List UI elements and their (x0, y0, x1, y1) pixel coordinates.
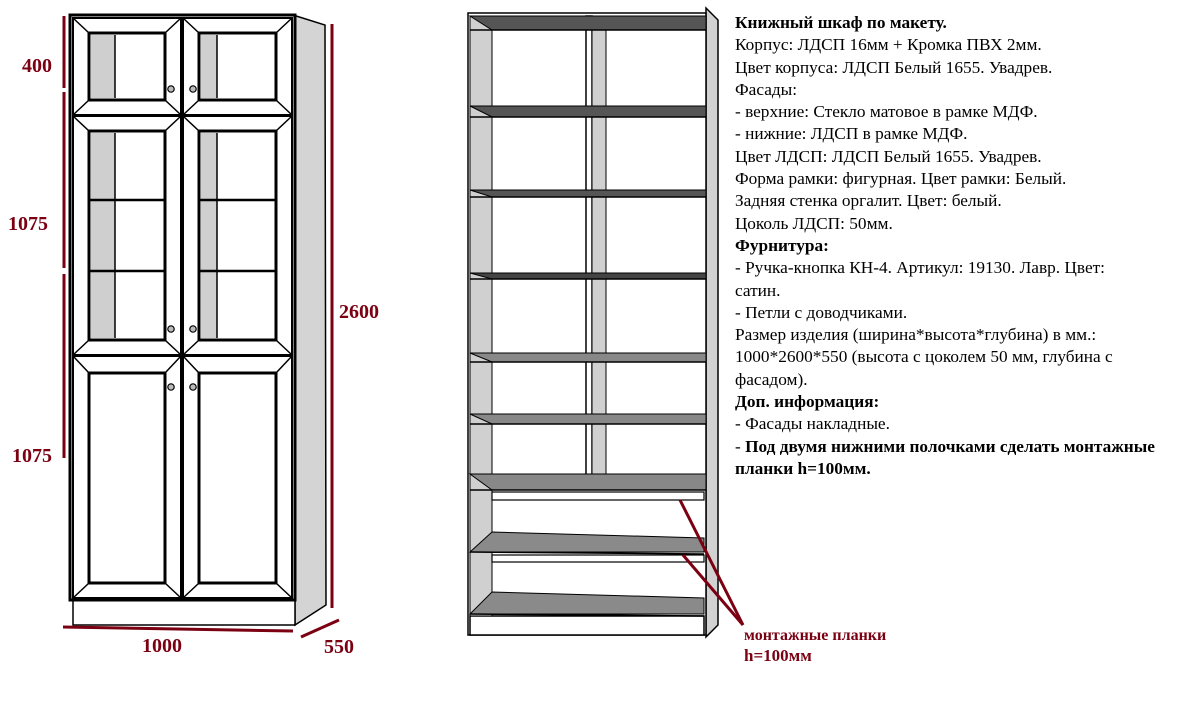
frame-bevel (72, 17, 90, 34)
mounting-strip-callout: монтажные планки h=100мм (744, 626, 886, 666)
spec-line: - нижние: ЛДСП в рамке МДФ. (735, 124, 968, 144)
shelf (469, 189, 707, 198)
spec-title: Книжный шкаф по макету. (735, 13, 947, 32)
spec-line: Фасады: (735, 79, 798, 99)
frame-bevel (182, 339, 200, 356)
knob-icon (189, 85, 197, 93)
spec-line: Форма рамки: фигурная. Цвет рамки: Белый… (735, 169, 1067, 189)
shelf (468, 15, 707, 31)
lower-shelf (468, 591, 705, 615)
callout-line-2: h=100мм (744, 646, 812, 665)
frame-bevel (72, 115, 90, 132)
mounting-strip (491, 554, 705, 563)
shelf (469, 352, 707, 363)
specification-text: Книжный шкаф по макету. Корпус: ЛДСП 16м… (735, 12, 1195, 480)
frame-bevel (164, 339, 182, 356)
frame-bevel (182, 99, 200, 116)
frame-bevel (182, 355, 200, 374)
glass-shadow (201, 133, 217, 338)
glass-shadow (91, 35, 115, 98)
spec-line: Цвет корпуса: ЛДСП Белый 1655. Увадрев. (735, 57, 1053, 77)
frame-bevel (164, 582, 182, 599)
cabinet-side-panel (292, 13, 327, 627)
door (72, 355, 182, 599)
door (72, 115, 182, 356)
door-panel (197, 371, 278, 585)
glass-shadow (201, 35, 217, 98)
shelf (468, 473, 707, 491)
spec-line: Цоколь ЛДСП: 50мм. (735, 213, 893, 233)
door (182, 355, 293, 599)
frame-bevel (275, 582, 293, 599)
frame-bevel (72, 339, 90, 356)
dimension-total-height: 2600 (339, 301, 379, 323)
extra-bold-text: Под двумя нижними полочками сделать монт… (735, 436, 1155, 478)
center-divider (585, 15, 593, 477)
frame-bevel (182, 17, 200, 34)
bookcase-plinth (469, 615, 705, 636)
knob-icon (167, 325, 175, 333)
frame-bevel (275, 339, 293, 356)
door (72, 17, 182, 116)
frame-bevel (164, 115, 182, 132)
door (182, 115, 293, 356)
frame-bevel (275, 99, 293, 116)
extra-heading: Доп. информация: (735, 392, 880, 412)
shelf (469, 105, 707, 118)
callout-line-1: монтажные планки (744, 627, 887, 644)
frame-bevel (164, 355, 182, 374)
lower-shelf (468, 531, 705, 553)
frame-bevel (72, 355, 90, 374)
frame-bevel (72, 582, 90, 599)
spec-line: - верхние: Стекло матовое в рамке МДФ. (735, 102, 1038, 122)
extra-item: - Фасады накладные. (735, 414, 890, 434)
frame-bevel (72, 99, 90, 116)
hardware-item: - Ручка-кнопка КН-4. Артикул: 19130. Лав… (735, 258, 1105, 300)
divider-shadow (591, 27, 607, 477)
dimension-top-section: 400 (22, 55, 52, 77)
spec-line: Задняя стенка оргалит. Цвет: белый. (735, 191, 1002, 211)
frame-bevel (275, 355, 293, 374)
dimension-lines (62, 16, 340, 639)
frame-bevel (164, 17, 182, 34)
dimension-depth: 550 (324, 636, 354, 658)
mounting-strip (491, 491, 705, 501)
hardware-item: - Петли с доводчиками. (735, 302, 908, 322)
knob-icon (189, 325, 197, 333)
callout-lines (678, 499, 745, 626)
hardware-heading: Фурнитура: (735, 235, 829, 255)
bookcase-side-panel (705, 6, 719, 639)
frame-bevel (275, 115, 293, 132)
frame-bevel (182, 582, 200, 599)
cabinet-front-view (68, 13, 327, 627)
cabinet-plinth (72, 597, 296, 626)
frame-bevel (164, 99, 182, 116)
dimension-width: 1000 (142, 635, 182, 657)
shelf (469, 413, 707, 425)
shelf-edge (469, 551, 705, 555)
extra-prefix: - (735, 436, 746, 456)
extra-item-mounting: - Под двумя нижними полочками сделать мо… (735, 436, 1155, 481)
knob-icon (167, 383, 175, 391)
knob-icon (189, 383, 197, 391)
door-panel (87, 371, 167, 585)
knob-icon (167, 85, 175, 93)
size-info: Размер изделия (ширина*высота*глубина) в… (735, 325, 1113, 389)
dimension-lower-section: 1075 (12, 445, 52, 467)
glass-shadow (91, 133, 115, 338)
dimension-middle-section: 1075 (8, 213, 48, 235)
shelf (469, 272, 707, 280)
frame-bevel (275, 17, 293, 34)
spec-line: Корпус: ЛДСП 16мм + Кромка ПВХ 2мм. (735, 35, 1042, 55)
door (182, 17, 293, 116)
bookcase-open-view (467, 6, 719, 639)
spec-line: Цвет ЛДСП: ЛДСП Белый 1655. Увадрев. (735, 146, 1042, 166)
shelf-edge (469, 613, 705, 617)
frame-bevel (182, 115, 200, 132)
